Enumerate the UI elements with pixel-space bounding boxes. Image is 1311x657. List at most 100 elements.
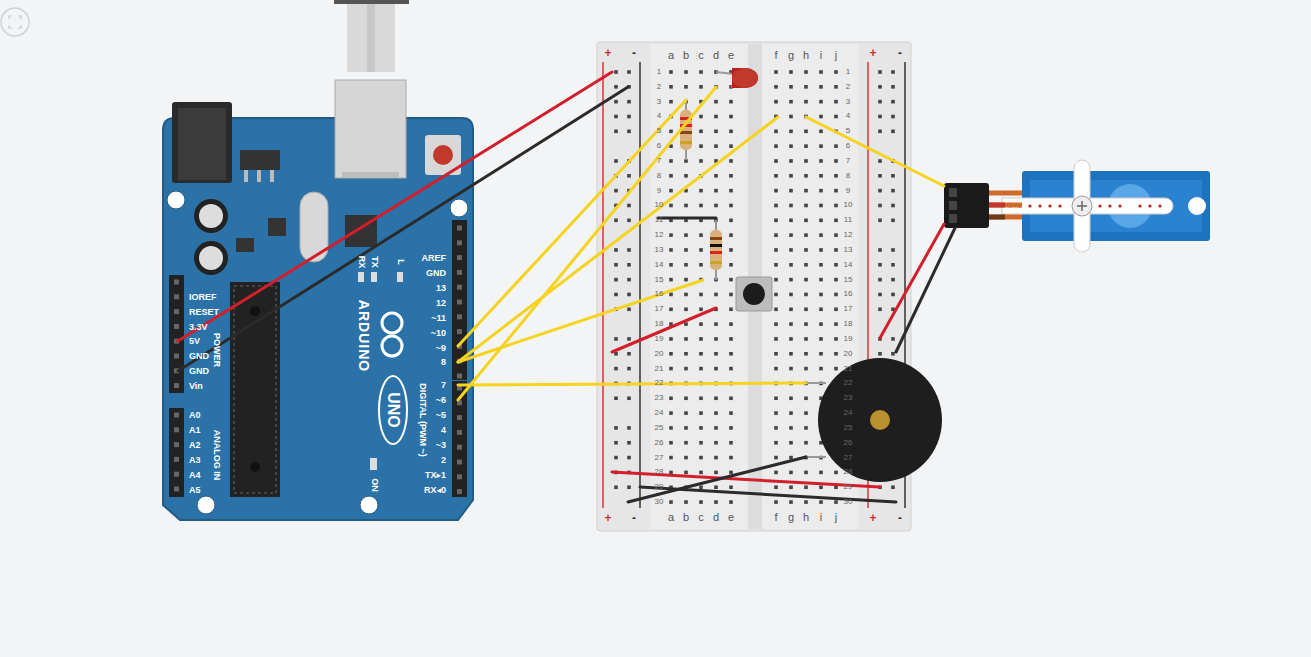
column-letter: i	[820, 50, 822, 61]
hole	[774, 471, 778, 475]
hole	[714, 441, 718, 445]
hole	[174, 457, 179, 462]
hole	[878, 70, 882, 74]
hole	[174, 294, 179, 299]
hole	[729, 219, 733, 223]
hole	[729, 352, 733, 356]
hole	[774, 396, 778, 400]
hole	[174, 309, 179, 314]
hole	[789, 352, 793, 356]
hole	[804, 293, 808, 297]
hole	[774, 233, 778, 237]
rail-sign: -	[898, 47, 902, 59]
row-number: 9	[657, 187, 661, 195]
hole	[819, 248, 823, 252]
hole	[669, 307, 673, 311]
hole	[627, 70, 631, 74]
column-letter: g	[788, 50, 794, 61]
hole	[684, 293, 688, 297]
hole	[684, 204, 688, 208]
hole	[774, 411, 778, 415]
hole	[729, 293, 733, 297]
hole	[789, 471, 793, 475]
hole	[627, 248, 631, 252]
hole	[614, 130, 618, 134]
hole	[804, 233, 808, 237]
hole	[819, 233, 823, 237]
pin-label: 5V	[189, 337, 200, 346]
pin-label: IOREF	[189, 293, 217, 302]
hole	[627, 367, 631, 371]
hole	[774, 352, 778, 356]
hole	[834, 219, 838, 223]
hole	[774, 263, 778, 267]
row-number: 23	[655, 394, 664, 402]
hole	[789, 278, 793, 282]
hole	[699, 337, 703, 341]
hole	[669, 500, 673, 504]
hole	[774, 500, 778, 504]
hole	[789, 411, 793, 415]
row-number: 15	[655, 276, 664, 284]
led-label: TX	[370, 256, 379, 268]
hole	[627, 456, 631, 460]
hole	[627, 278, 631, 282]
hole	[891, 485, 895, 489]
hole	[819, 293, 823, 297]
hole	[684, 411, 688, 415]
hole	[614, 248, 618, 252]
hole	[804, 100, 808, 104]
hole	[669, 159, 673, 163]
hole	[878, 189, 882, 193]
hole	[891, 204, 895, 208]
hole	[669, 85, 673, 89]
hole	[774, 367, 778, 371]
pin-label: ~9	[436, 344, 446, 353]
hole	[729, 189, 733, 193]
hole	[891, 85, 895, 89]
row-number: 13	[844, 246, 853, 254]
hole	[669, 426, 673, 430]
row-number: 2	[657, 83, 661, 91]
hole	[819, 263, 823, 267]
hole	[627, 100, 631, 104]
hole	[834, 174, 838, 178]
column-letter: h	[803, 512, 809, 523]
hole	[627, 396, 631, 400]
hole	[714, 396, 718, 400]
hole	[789, 500, 793, 504]
hole	[729, 100, 733, 104]
hole	[789, 189, 793, 193]
hole	[774, 219, 778, 223]
hole	[614, 337, 618, 341]
rail-sign: +	[604, 47, 611, 59]
column-letter: b	[683, 512, 689, 523]
hole	[834, 337, 838, 341]
hole	[819, 85, 823, 89]
row-number: 8	[657, 172, 661, 180]
row-number: 22	[655, 379, 664, 387]
hole	[804, 130, 808, 134]
hole	[627, 441, 631, 445]
hole	[699, 70, 703, 74]
hole	[699, 500, 703, 504]
hole	[614, 426, 618, 430]
hole	[174, 487, 179, 492]
hole	[834, 248, 838, 252]
hole	[714, 174, 718, 178]
hole	[729, 471, 733, 475]
hole	[804, 248, 808, 252]
row-number: 3	[657, 98, 661, 106]
rail-sign: +	[869, 47, 876, 59]
hole	[789, 70, 793, 74]
hole	[729, 278, 733, 282]
hole	[699, 352, 703, 356]
hole	[699, 263, 703, 267]
hole	[614, 278, 618, 282]
hole	[774, 159, 778, 163]
row-number: 29	[655, 483, 664, 491]
pin-label: AREF	[422, 254, 447, 263]
hole	[804, 411, 808, 415]
hole	[774, 456, 778, 460]
